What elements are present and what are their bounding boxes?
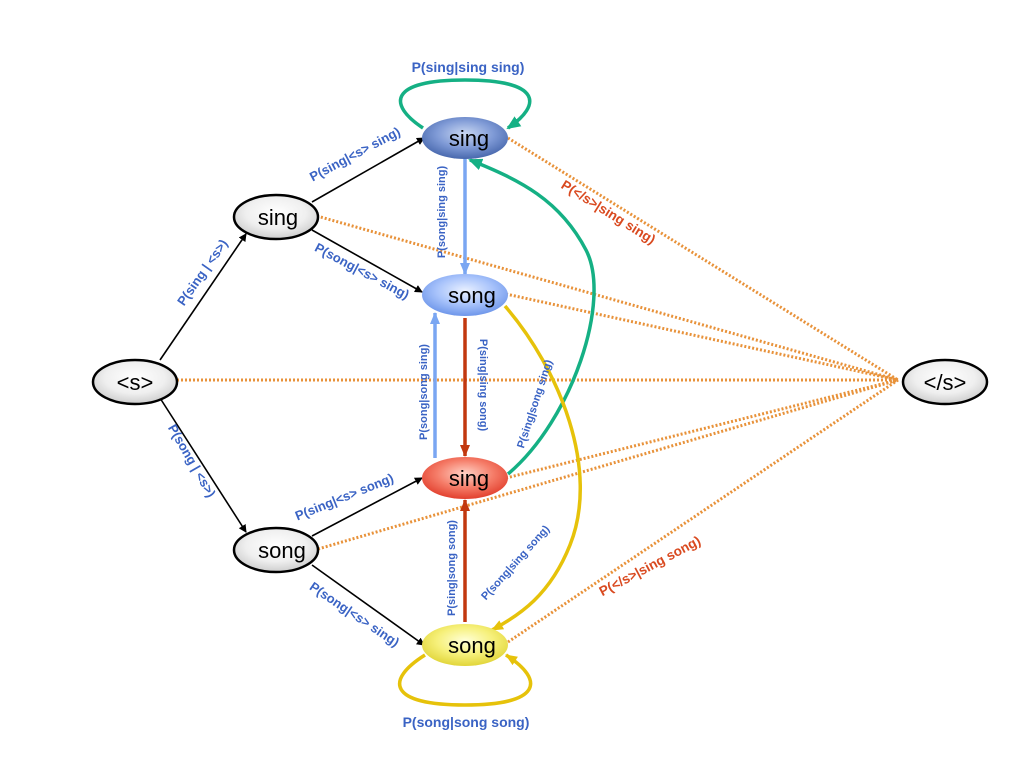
node-song-sing: sing — [422, 457, 508, 499]
node-sing1-label: sing — [258, 205, 298, 230]
node-start: <s> — [91, 358, 179, 406]
node-sing-song-label: song — [448, 283, 496, 308]
node-sing-sing: sing — [422, 117, 508, 159]
label-p-song-song-song: P(song|song song) — [403, 714, 530, 730]
edge-song-song-to-end — [507, 378, 899, 644]
edge-sing-song-to-song-song — [491, 304, 583, 632]
edge-song1-to-song-song — [311, 564, 425, 646]
edge-song-sing-to-sing-sing — [468, 158, 596, 476]
node-song-sing-label: sing — [449, 466, 489, 491]
loop-sing-sing-sing — [398, 78, 532, 130]
label-p-sing-sing-song: P(sing|sing song) — [477, 339, 489, 432]
edge-sing1-to-sing-sing — [311, 137, 425, 203]
node-song1-label: song — [258, 538, 306, 563]
label-p-song-s-sing: P(song|<s> sing) — [312, 240, 412, 302]
edge-song1-to-song-sing — [311, 477, 423, 537]
edge-start-to-sing — [159, 233, 247, 361]
label-p-song-start: P(song | <s>) — [165, 422, 219, 500]
loop-song-song-song — [397, 653, 533, 707]
label-p-end-sing-song: P(</s>|sing song) — [597, 533, 703, 599]
node-start-label: <s> — [117, 370, 154, 395]
label-p-sing-s-song: P(sing|<s> song) — [293, 470, 396, 523]
node-end-label: </s> — [924, 370, 967, 395]
label-p-sing-s-sing: P(sing|<s> sing) — [307, 124, 403, 184]
edge-start-to-song — [159, 397, 247, 533]
node-sing1: sing — [232, 193, 320, 241]
edge-sing-song-to-end — [505, 292, 899, 382]
bigram-edges — [159, 137, 425, 646]
node-end: </s> — [901, 358, 989, 406]
node-song1: song — [232, 526, 320, 574]
node-song-song: song — [422, 624, 508, 666]
label-p-end-sing-sing: P(</s>|sing sing) — [559, 177, 659, 247]
label-p-sing-sing-sing: P(sing|sing sing) — [412, 59, 525, 75]
edge-song-sing-to-end — [505, 378, 899, 480]
edge-sing1-to-sing-song — [311, 229, 423, 293]
node-song-song-label: song — [448, 633, 496, 658]
edge-sing1-to-end — [316, 214, 899, 382]
label-p-song-song-sing: P(song|song sing) — [418, 344, 430, 440]
label-p-song-s-song: P(song|<s> sing) — [307, 579, 402, 650]
label-p-sing-song-sing: P(sing|song sing) — [515, 358, 555, 450]
label-p-song-sing-sing: P(song|sing sing) — [436, 166, 448, 259]
edge-sing-sing-to-end — [507, 136, 899, 382]
end-transitions — [177, 136, 899, 644]
label-p-sing-song-song: P(sing|song song) — [446, 520, 458, 616]
node-sing-song: song — [422, 274, 508, 316]
edge-song1-to-end — [317, 378, 899, 551]
node-sing-sing-label: sing — [449, 126, 489, 151]
